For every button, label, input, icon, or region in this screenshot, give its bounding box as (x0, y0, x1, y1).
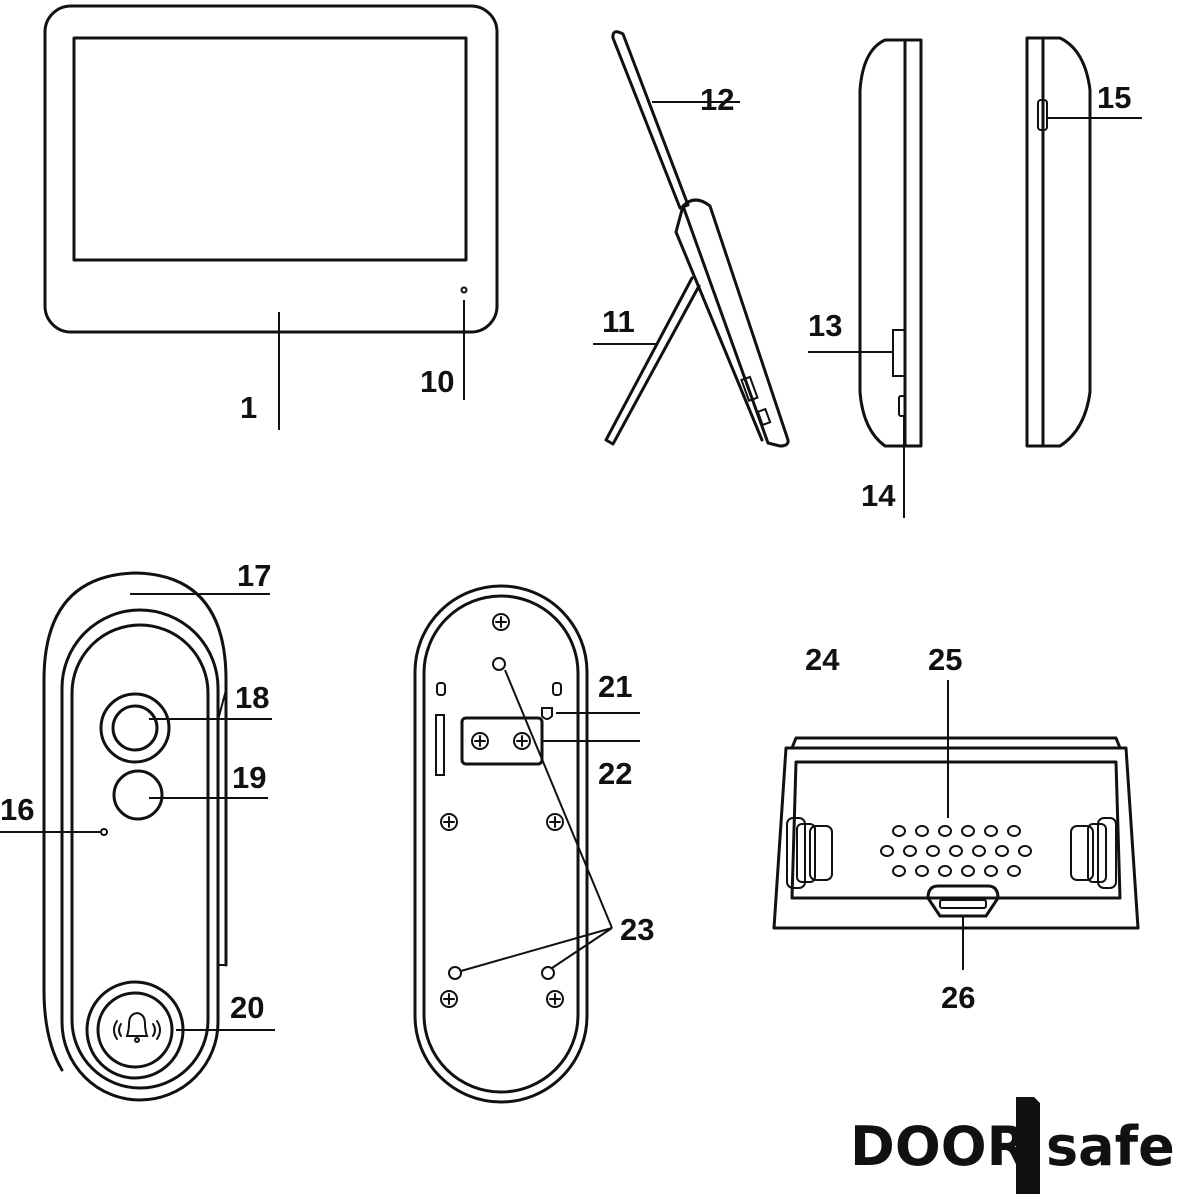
callout-13: 13 (808, 308, 842, 343)
monitor-stand-side: 12 11 (593, 30, 790, 448)
brand-logo: DOOR safe (850, 1097, 1175, 1194)
side-slot (435, 714, 445, 776)
monitor-side-left: 13 14 (808, 38, 923, 518)
night-sensor (112, 769, 164, 821)
screw-icon (440, 613, 564, 1008)
bell-icon (113, 1011, 161, 1043)
callout-24: 24 (805, 642, 840, 677)
callout-10: 10 (420, 364, 454, 399)
doorbell-front: 17 18 19 16 20 (0, 558, 275, 1102)
callout-15: 15 (1097, 80, 1131, 115)
callout-1: 1 (240, 390, 257, 425)
mount-hole (492, 657, 506, 671)
callout-26: 26 (941, 980, 975, 1015)
callout-22: 22 (598, 756, 632, 791)
microphone-hole (100, 828, 108, 836)
bell-button (85, 980, 185, 1080)
clip-right (1070, 817, 1117, 889)
microphone-hole (460, 286, 468, 294)
callout-18: 18 (235, 680, 269, 715)
callout-25: 25 (928, 642, 962, 677)
reset-key (541, 707, 553, 720)
monitor-side-right: 15 (1025, 36, 1142, 448)
monitor-front: 1 10 (43, 4, 499, 430)
brand-logo-left: DOOR (850, 1115, 1028, 1178)
camera-lens (99, 692, 171, 764)
callout-14: 14 (861, 478, 896, 513)
power-switch (898, 395, 906, 417)
micro-usb-port-icon (926, 884, 1000, 918)
callout-21: 21 (598, 669, 632, 704)
doorbell-back: 21 22 23 (413, 584, 654, 1104)
callout-19: 19 (232, 760, 266, 795)
callout-11: 11 (602, 304, 635, 339)
brand-logo-right: safe (1046, 1115, 1175, 1178)
callout-20: 20 (230, 990, 264, 1025)
side-button (1037, 99, 1048, 131)
callout-17: 17 (237, 558, 271, 593)
callout-12: 12 (700, 82, 734, 117)
clip-left (786, 817, 833, 889)
usb-port (892, 329, 906, 377)
callout-16: 16 (0, 792, 34, 827)
door-mark (1016, 1097, 1040, 1194)
callout-23: 23 (620, 912, 654, 947)
chime-unit: 24 25 26 (772, 642, 1140, 1015)
speaker-grille-icon (880, 825, 1032, 877)
